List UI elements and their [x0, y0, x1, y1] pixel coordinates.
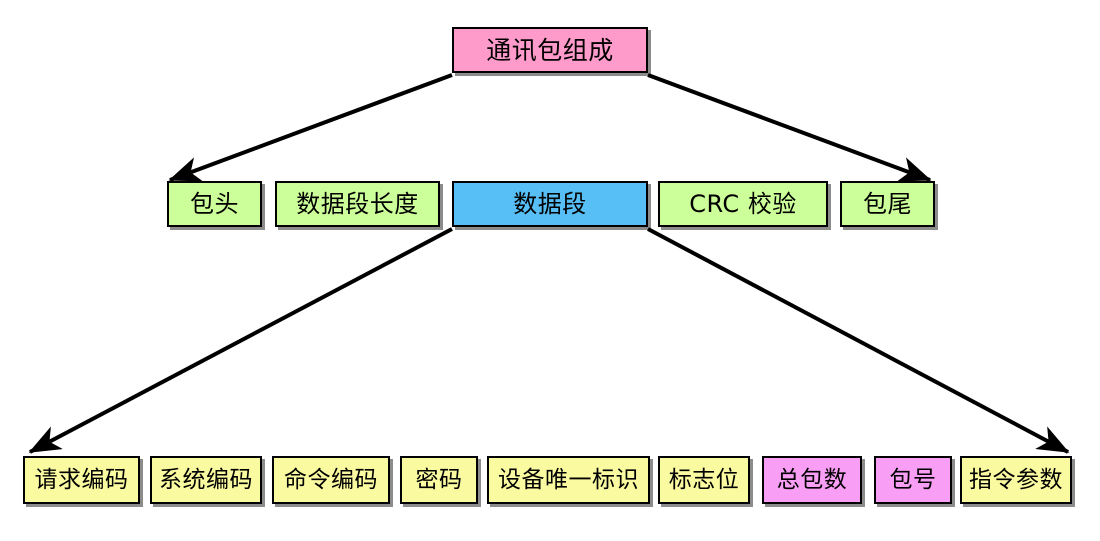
data-field-node-标志位[interactable]: 标志位: [658, 456, 750, 504]
node-label: 命令编码: [284, 466, 378, 493]
node-label: 总包数: [776, 466, 848, 493]
node-label: 包号: [889, 466, 937, 493]
packet-field-node-数据段长度[interactable]: 数据段长度: [275, 181, 440, 227]
node-label: 包头: [190, 190, 239, 218]
node-label: 密码: [415, 466, 463, 493]
data-field-node-指令参数[interactable]: 指令参数: [960, 456, 1072, 504]
data-field-node-总包数[interactable]: 总包数: [762, 456, 862, 504]
connector-arrows: [28, 73, 1070, 454]
data-field-node-系统编码[interactable]: 系统编码: [150, 456, 262, 504]
node-label: 系统编码: [159, 466, 253, 493]
arrow-root-to-tail: [647, 73, 932, 182]
data-field-node-设备唯一标识[interactable]: 设备唯一标识: [487, 456, 650, 504]
arrow-data-to-first-field: [28, 227, 453, 454]
arrow-data-to-last-field: [647, 227, 1070, 454]
packet-field-node-包尾[interactable]: 包尾: [840, 181, 935, 227]
data-field-node-包号[interactable]: 包号: [874, 456, 952, 504]
node-label: 数据段: [513, 190, 587, 218]
node-label: 指令参数: [969, 466, 1063, 493]
data-field-node-命令编码[interactable]: 命令编码: [272, 456, 390, 504]
node-label: 数据段长度: [296, 190, 419, 218]
node-label: 包尾: [863, 190, 912, 218]
arrow-root-to-head: [168, 73, 453, 182]
packet-field-node-数据段[interactable]: 数据段: [452, 181, 648, 227]
node-label: CRC 校验: [689, 190, 797, 218]
packet-field-node-CRC-校验[interactable]: CRC 校验: [658, 181, 828, 227]
packet-root-node-通讯包组成[interactable]: 通讯包组成: [452, 27, 648, 73]
data-field-node-密码[interactable]: 密码: [400, 456, 478, 504]
packet-field-node-包头[interactable]: 包头: [167, 181, 262, 227]
node-label: 标志位: [668, 466, 740, 493]
data-field-node-请求编码[interactable]: 请求编码: [23, 456, 140, 504]
node-label: 通讯包组成: [486, 35, 614, 65]
node-label: 请求编码: [34, 466, 129, 493]
node-label: 设备唯一标识: [498, 466, 639, 493]
